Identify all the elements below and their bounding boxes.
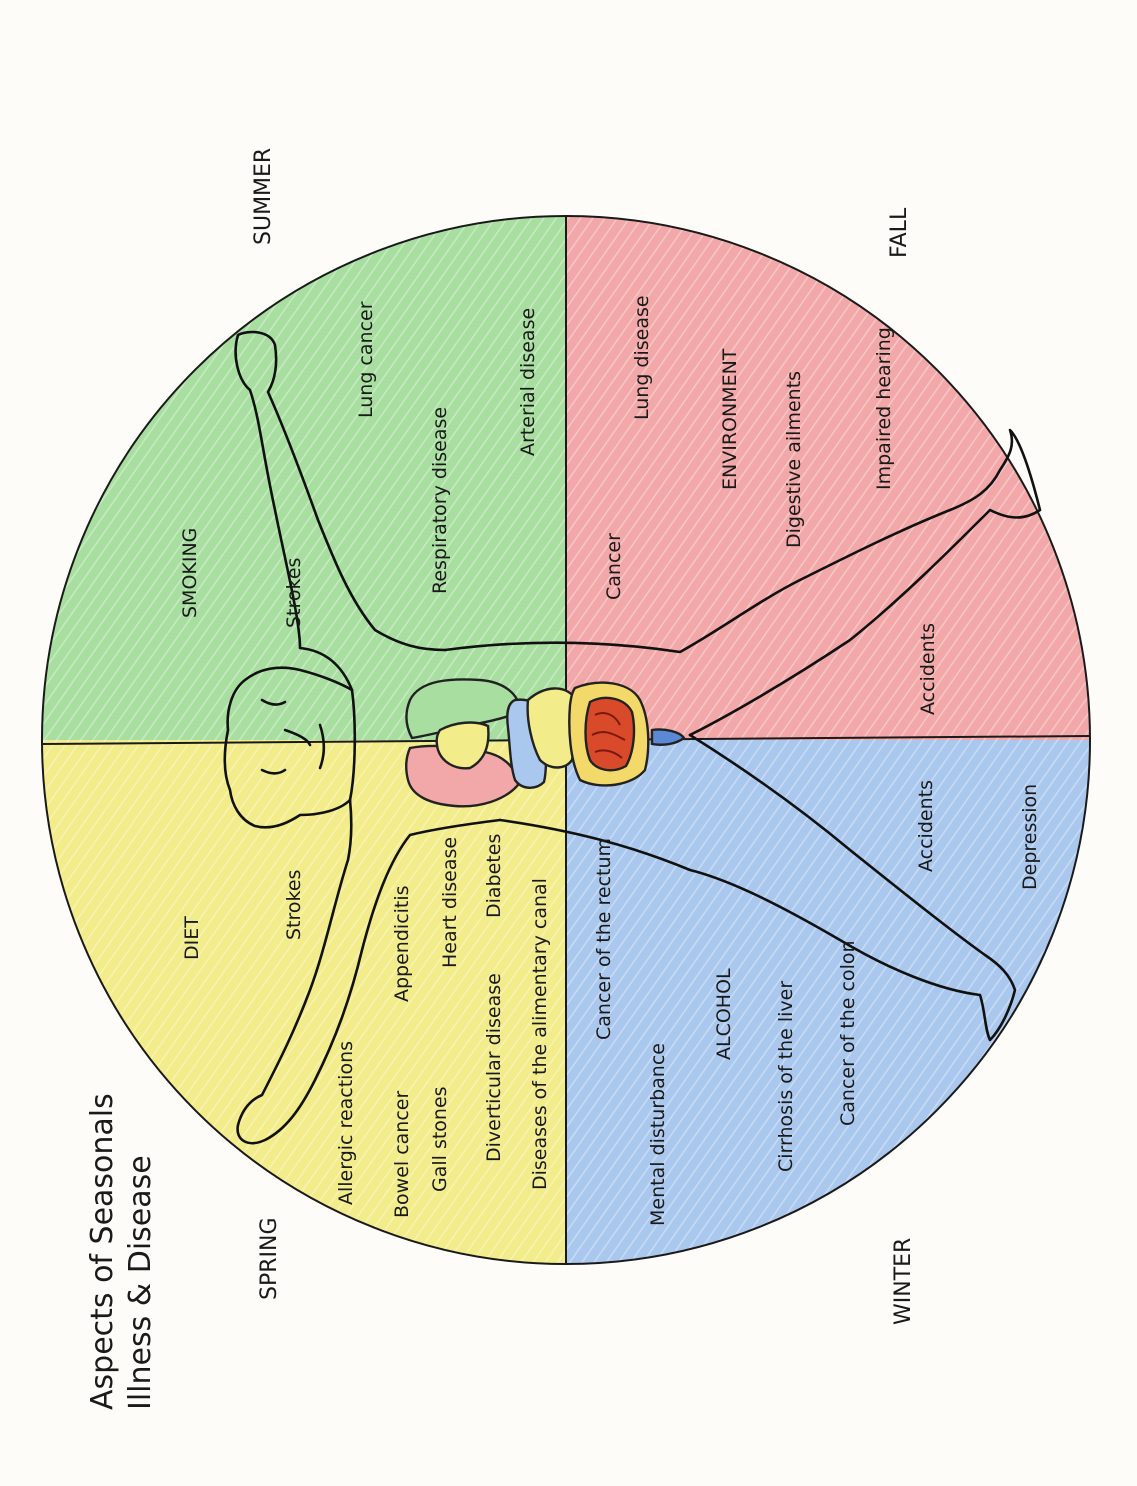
winter-item: Accidents xyxy=(915,780,937,872)
spring-item: Diverticular disease xyxy=(483,973,505,1162)
winter-item: Cirrhosis of the liver xyxy=(775,981,797,1172)
fall-item: Cancer xyxy=(603,533,625,600)
winter-item: Mental disturbance xyxy=(647,1043,669,1226)
summer-item: Lung cancer xyxy=(355,301,377,418)
season-fall: FALL xyxy=(887,207,912,258)
season-spring: SPRING xyxy=(257,1217,282,1300)
summer-item: Arterial disease xyxy=(517,308,539,456)
winter-heading: ALCOHOL xyxy=(713,968,735,1060)
fall-item: Impaired hearing xyxy=(873,327,895,490)
season-summer: SUMMER xyxy=(251,148,276,245)
fall-item: Digestive ailments xyxy=(783,371,805,548)
spring-item: Allergic reactions xyxy=(335,1041,357,1205)
spring-item: Heart disease xyxy=(439,837,461,968)
summer-heading: SMOKING xyxy=(179,528,201,618)
title-line-1: Aspects of Seasonals xyxy=(85,1093,120,1410)
summer-item: Strokes xyxy=(283,558,305,628)
summer-item: Respiratory disease xyxy=(429,407,451,594)
fall-item: Lung disease xyxy=(631,295,653,420)
fall-item: Accidents xyxy=(917,623,939,715)
season-winter: WINTER xyxy=(891,1238,916,1325)
spring-item: Appendicitis xyxy=(391,885,413,1002)
spring-heading: DIET xyxy=(181,916,203,960)
spring-item: Bowel cancer xyxy=(391,1091,413,1218)
spring-item: Strokes xyxy=(283,870,305,940)
spring-item: Diabetes xyxy=(483,834,505,918)
title-line-2: Illness & Disease xyxy=(123,1155,158,1410)
winter-item: Cancer of the rectum xyxy=(593,838,615,1040)
fall-heading: ENVIRONMENT xyxy=(719,348,741,490)
spring-item: Diseases of the alimentary canal xyxy=(529,878,551,1190)
winter-item: Cancer of the colon xyxy=(837,940,859,1126)
winter-item: Depression xyxy=(1019,784,1041,890)
spring-item: Gall stones xyxy=(429,1086,451,1192)
